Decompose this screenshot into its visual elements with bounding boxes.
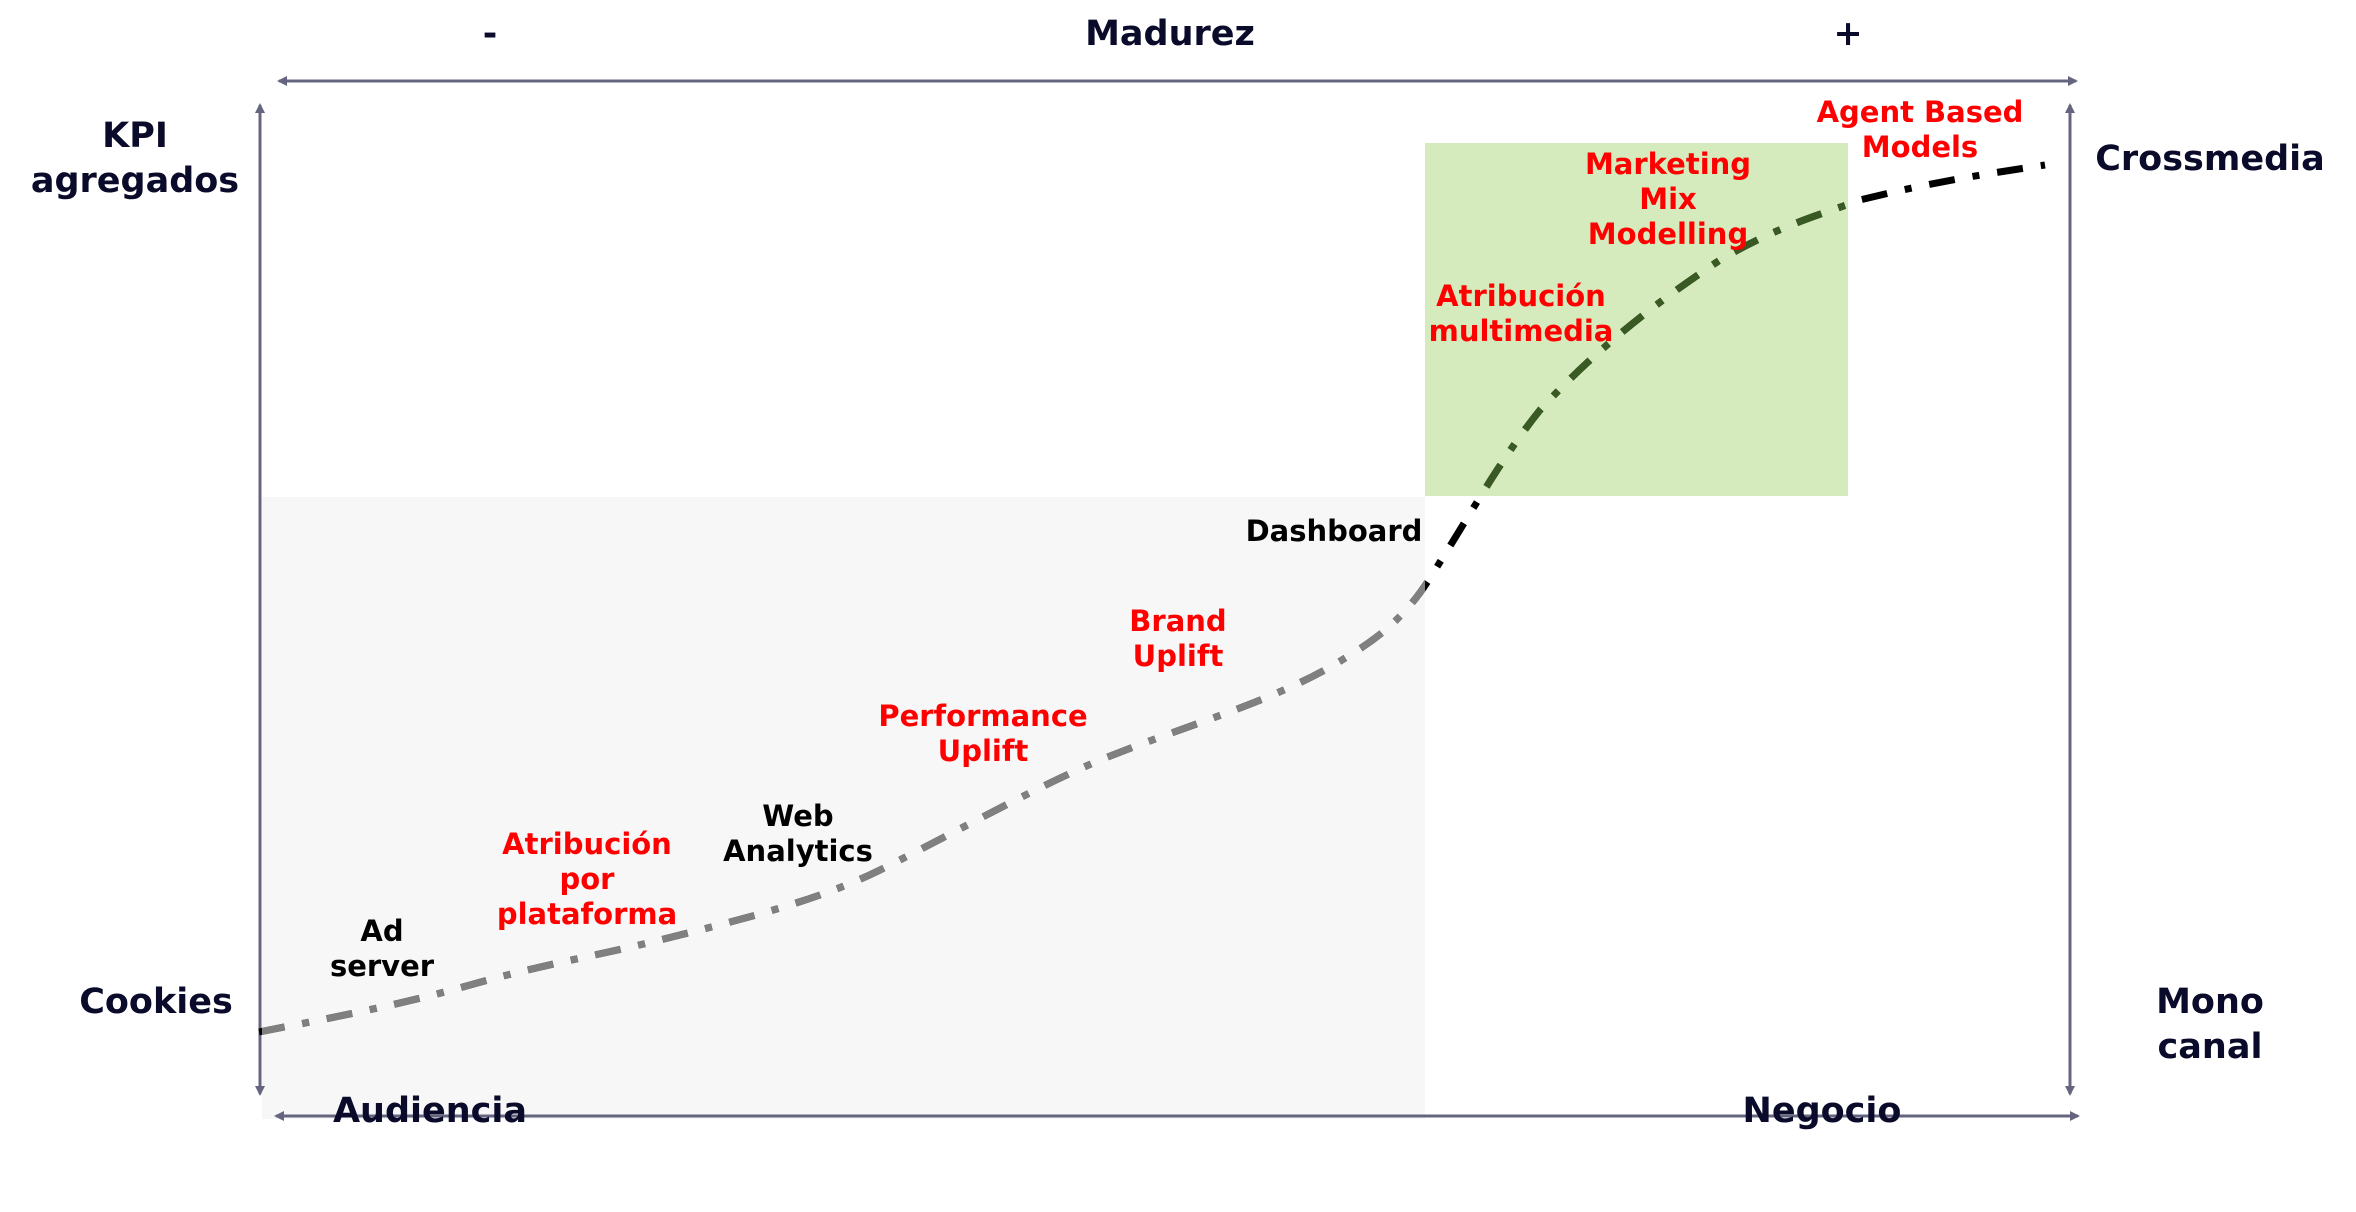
stage-line: Brand — [1129, 604, 1227, 638]
stage-agent-based-models: Agent Based Models — [1817, 95, 2024, 165]
left-top-label: KPI agregados — [31, 114, 239, 204]
right-bottom-label: Mono canal — [2156, 980, 2264, 1070]
right-top-label: Crossmedia — [2095, 137, 2325, 182]
stage-line: server — [329, 949, 435, 983]
title: Madurez — [1085, 14, 1255, 54]
stage-line: Uplift — [1132, 639, 1224, 673]
stage-line: Analytics — [723, 834, 873, 868]
stage-web-analytics: Web Analytics — [723, 799, 873, 869]
stage-line: Atribución — [502, 827, 672, 861]
stage-line: plataforma — [496, 897, 678, 931]
stage-line: Web — [762, 799, 834, 833]
stage-line: Performance — [878, 699, 1088, 733]
maturity-curve — [258, 161, 2046, 1036]
bottom-right-label: Negocio — [1742, 1091, 1902, 1131]
stage-ad-server: Ad server — [330, 914, 434, 984]
scale-low-label: - — [482, 14, 498, 54]
right-top-label-line: Crossmedia — [2095, 139, 2325, 179]
stage-atribucion-multimedia: Atribución multimedia — [1429, 279, 1614, 349]
stage-line: por — [559, 862, 615, 896]
curve-segment-basic — [262, 579, 1425, 1035]
left-bottom-label: Cookies — [79, 980, 233, 1025]
stage-dashboard: Dashboard — [1246, 514, 1423, 549]
stage-line: Agent Based — [1816, 95, 2024, 129]
left-top-label-line: agregados — [30, 161, 240, 201]
stage-brand-uplift: Brand Uplift — [1129, 604, 1226, 674]
stage-marketing-mix-modelling: Marketing Mix Modelling — [1585, 147, 1751, 252]
stage-line: multimedia — [1428, 314, 1614, 348]
bottom-left-label: Audiencia — [332, 1091, 528, 1131]
right-bottom-label-line: canal — [2157, 1027, 2263, 1067]
right-bottom-label-line: Mono — [2156, 982, 2264, 1022]
left-bottom-label-line: Cookies — [79, 982, 233, 1022]
stage-atribucion-plataforma: Atribución por plataforma — [497, 827, 677, 932]
curve-segment-advanced — [1476, 200, 1848, 496]
left-top-label-line: KPI — [102, 116, 168, 156]
scale-high-label: + — [1833, 14, 1863, 54]
stage-line: Atribución — [1436, 279, 1606, 313]
stage-line: Dashboard — [1245, 514, 1423, 548]
stage-line: Ad — [360, 914, 404, 948]
stage-line: Mix — [1639, 182, 1697, 216]
stage-line: Modelling — [1587, 217, 1749, 251]
stage-line: Models — [1861, 130, 1979, 164]
stage-line: Marketing — [1584, 147, 1752, 181]
zone-basic — [262, 497, 1425, 1119]
stage-performance-uplift: Performance Uplift — [878, 699, 1087, 769]
stage-line: Uplift — [937, 734, 1029, 768]
